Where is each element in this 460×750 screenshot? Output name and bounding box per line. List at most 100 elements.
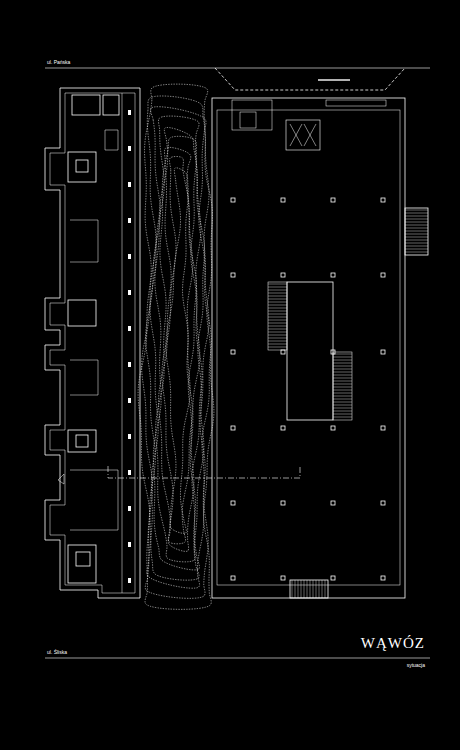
- stair-tread: [310, 580, 311, 598]
- column: [231, 273, 235, 277]
- stair-tread: [268, 332, 287, 333]
- stair-tread: [405, 213, 428, 214]
- stair-tread: [333, 357, 352, 358]
- column: [381, 501, 385, 505]
- stair-tread: [268, 338, 287, 339]
- street-name: ul. Pańska: [47, 60, 70, 65]
- street-line: [45, 658, 430, 659]
- column: [381, 350, 385, 354]
- stair-tread: [268, 314, 287, 315]
- stair-tread: [313, 580, 314, 598]
- stair-tread: [325, 580, 326, 598]
- stair-tread: [268, 341, 287, 342]
- sheet-subtitle: sytuacja: [407, 663, 425, 668]
- stair-tread: [405, 219, 428, 220]
- stair-tread: [333, 378, 352, 379]
- stair-tread: [333, 366, 352, 367]
- stair-tread: [333, 354, 352, 355]
- corridor-marks: [128, 110, 131, 583]
- stair-tread: [333, 414, 352, 415]
- corridor-mark: [128, 218, 131, 223]
- stair-tread: [405, 228, 428, 229]
- stair-tread: [405, 240, 428, 241]
- stair-tread: [333, 417, 352, 418]
- contour-line: [153, 127, 202, 569]
- stair-tread: [316, 580, 317, 598]
- stair-tread: [405, 210, 428, 211]
- column-grid: [231, 198, 385, 580]
- stair-tread: [333, 396, 352, 397]
- stair-tread: [405, 249, 428, 250]
- stair-tread: [268, 293, 287, 294]
- stair-tread: [333, 402, 352, 403]
- stair-tread: [405, 246, 428, 247]
- street-name: ul. Śliska: [47, 650, 67, 655]
- stair-treads: [268, 210, 428, 598]
- stair-tread: [268, 323, 287, 324]
- street-line: [45, 68, 430, 69]
- stair-tread: [405, 234, 428, 235]
- stair-tread: [333, 360, 352, 361]
- column: [381, 273, 385, 277]
- column: [281, 501, 285, 505]
- contour-line: [166, 168, 190, 534]
- right-building: [212, 98, 428, 598]
- stair-tread: [333, 387, 352, 388]
- stair-tread: [268, 326, 287, 327]
- stair-tread: [333, 381, 352, 382]
- stair-tread: [268, 302, 287, 303]
- stair-tread: [405, 237, 428, 238]
- contour-line: [159, 147, 197, 551]
- stair-tread: [333, 408, 352, 409]
- stair-tread: [268, 311, 287, 312]
- stair-tread: [295, 580, 296, 598]
- corridor-mark: [128, 542, 131, 547]
- column: [331, 273, 335, 277]
- column: [331, 198, 335, 202]
- stair-tread: [268, 308, 287, 309]
- stair-tread: [292, 580, 293, 598]
- stair-tread: [304, 580, 305, 598]
- logo-title: WĄWÓZ: [361, 636, 425, 651]
- corridor-mark: [128, 182, 131, 187]
- stair-tread: [268, 317, 287, 318]
- corridor-mark: [128, 254, 131, 259]
- stair-tread: [405, 222, 428, 223]
- stair-tread: [268, 335, 287, 336]
- column: [231, 350, 235, 354]
- contour-line: [142, 96, 212, 598]
- column: [231, 501, 235, 505]
- stair-tread: [333, 405, 352, 406]
- column: [381, 576, 385, 580]
- column: [331, 426, 335, 430]
- stair-tread: [319, 580, 320, 598]
- corridor-mark: [128, 506, 131, 511]
- stair-tread: [333, 375, 352, 376]
- stair-tread: [333, 369, 352, 370]
- contour-line: [162, 156, 193, 543]
- stair-tread: [405, 243, 428, 244]
- stair-tread: [298, 580, 299, 598]
- stair-tread: [307, 580, 308, 598]
- column: [331, 576, 335, 580]
- corridor-mark: [128, 398, 131, 403]
- stair-tread: [333, 384, 352, 385]
- stair-tread: [405, 252, 428, 253]
- stair-tread: [268, 344, 287, 345]
- column: [281, 198, 285, 202]
- contour-line: [156, 136, 200, 562]
- stair-tread: [333, 390, 352, 391]
- column: [231, 426, 235, 430]
- canopy: [215, 68, 405, 90]
- section-line: [108, 466, 300, 478]
- corridor-mark: [128, 146, 131, 151]
- canopy-slot: [318, 79, 350, 80]
- contour-line: [146, 107, 209, 589]
- column: [331, 501, 335, 505]
- column: [231, 198, 235, 202]
- stair-tread: [268, 284, 287, 285]
- corridor-mark: [128, 290, 131, 295]
- stair-tread: [268, 299, 287, 300]
- contour-line: [138, 84, 214, 609]
